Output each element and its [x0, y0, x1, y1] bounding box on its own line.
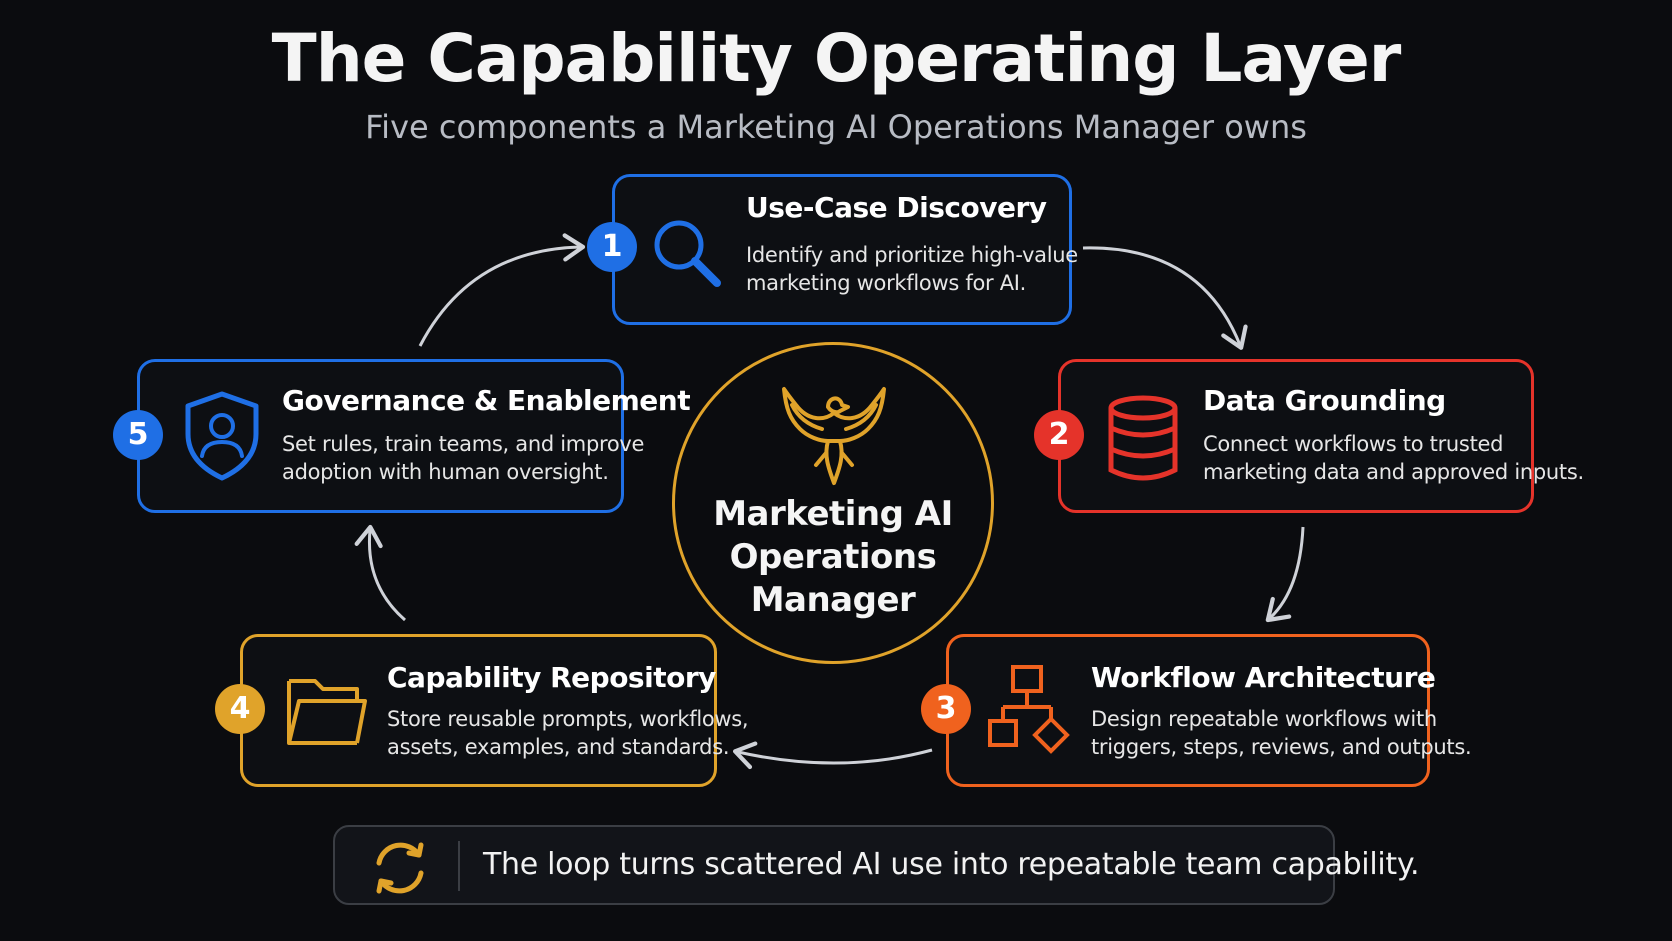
footer-note: The loop turns scattered AI use into rep… [333, 825, 1420, 905]
component-title: Workflow Architecture [1091, 661, 1436, 694]
component-title: Governance & Enablement [282, 384, 691, 417]
component-card-use-case-discovery: Use-Case Discovery Identify and prioriti… [612, 174, 1078, 325]
hub-label-line: Manager [750, 580, 916, 620]
shield-user-icon [182, 390, 262, 486]
refresh-cycle-icon [369, 837, 431, 903]
database-icon [1105, 394, 1181, 488]
step-badge-5: 5 [113, 410, 163, 460]
hub-label: Marketing AI Operations Manager [675, 493, 991, 622]
arrow-5-to-1 [418, 233, 586, 347]
component-card-governance-enablement: Governance & Enablement Set rules, train… [137, 359, 691, 513]
component-card-capability-repository: Capability Repository Store reusable pro… [240, 634, 749, 787]
arrow-2-to-3 [1265, 526, 1305, 623]
hub-label-line: Operations [729, 537, 937, 577]
footer-text: The loop turns scattered AI use into rep… [483, 847, 1420, 882]
workflow-diagram-icon [987, 663, 1071, 761]
step-badge-2: 2 [1034, 410, 1084, 460]
page-title: The Capability Operating Layer [271, 20, 1402, 97]
footer-divider [458, 841, 460, 891]
component-description-line: triggers, steps, reviews, and outputs. [1091, 735, 1472, 759]
component-description-line: marketing workflows for AI. [746, 271, 1027, 295]
page-subtitle: Five components a Marketing AI Operation… [365, 108, 1307, 146]
component-description-line: Store reusable prompts, workflows, [387, 707, 749, 731]
arrow-1-to-2 [1082, 246, 1248, 350]
component-title: Data Grounding [1203, 384, 1446, 417]
component-description-line: adoption with human oversight. [282, 460, 609, 484]
component-description-line: assets, examples, and standards. [387, 735, 730, 759]
component-title: Capability Repository [387, 661, 716, 694]
component-description-line: Design repeatable workflows with [1091, 707, 1437, 731]
folder-icon [285, 673, 367, 753]
component-description-line: Connect workflows to trusted [1203, 432, 1504, 456]
step-badge-4: 4 [215, 684, 265, 734]
component-description-line: Identify and prioritize high-value [746, 243, 1078, 267]
component-description-line: Set rules, train teams, and improve [282, 432, 645, 456]
phoenix-bird-icon [778, 383, 890, 491]
component-card-workflow-architecture: Workflow Architecture Design repeatable … [946, 634, 1472, 787]
arrow-4-to-5 [354, 524, 406, 622]
central-hub: Marketing AI Operations Manager [672, 342, 994, 664]
component-card-data-grounding: Data Grounding Connect workflows to trus… [1058, 359, 1584, 513]
arrow-3-to-4 [732, 741, 933, 770]
magnifying-glass-icon [649, 215, 729, 299]
step-badge-3: 3 [921, 684, 971, 734]
component-description-line: marketing data and approved inputs. [1203, 460, 1584, 484]
hub-label-line: Marketing AI [713, 494, 953, 534]
component-title: Use-Case Discovery [746, 191, 1047, 224]
step-badge-1: 1 [587, 222, 637, 272]
